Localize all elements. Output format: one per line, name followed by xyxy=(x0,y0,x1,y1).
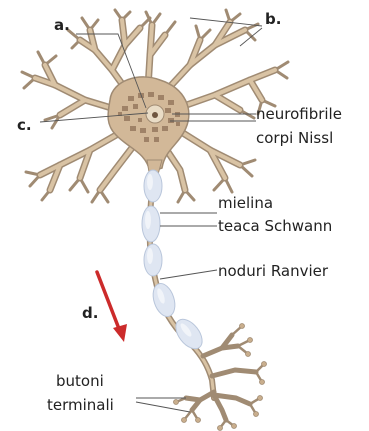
label-a: a. xyxy=(54,16,70,34)
label-teaca-schwann: teaca Schwann xyxy=(218,217,332,235)
labels: a. b. c. d. neurofibrile corpi Nissl mie… xyxy=(17,10,342,414)
nucleolus xyxy=(152,112,158,118)
label-c: c. xyxy=(17,116,32,134)
label-neurofibrile: neurofibrile xyxy=(256,105,342,123)
label-b: b. xyxy=(265,10,281,28)
label-mielina: mielina xyxy=(218,194,273,212)
label-noduri-ranvier: noduri Ranvier xyxy=(218,262,329,280)
label-terminali: terminali xyxy=(47,396,114,414)
label-d: d. xyxy=(82,304,98,322)
label-corpi-nissl: corpi Nissl xyxy=(256,129,333,147)
label-butoni: butoni xyxy=(56,372,104,390)
impulse-direction-arrow xyxy=(97,272,127,342)
